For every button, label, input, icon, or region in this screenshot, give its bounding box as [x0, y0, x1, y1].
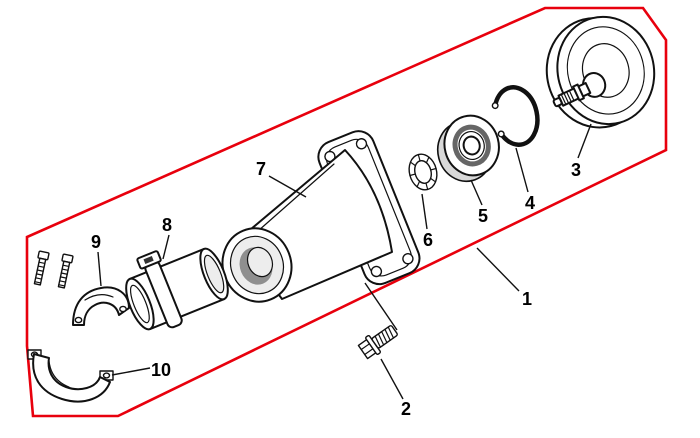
clamp-screw-a	[33, 250, 50, 286]
upper-clamp-shell	[72, 286, 130, 326]
lower-clamp-shell	[32, 353, 111, 403]
bolt-threads	[374, 326, 395, 348]
leader-5	[470, 179, 483, 206]
callout-labels: 1 2 3 4 5 6 7 8 9 10	[91, 159, 581, 419]
clamp-screw-b	[57, 253, 74, 289]
callout-label-10: 10	[151, 360, 171, 380]
leader-6	[421, 193, 428, 230]
drum-face	[556, 15, 656, 126]
leader-4	[515, 147, 529, 193]
callout-label-2: 2	[401, 399, 411, 419]
sleeve-mouth-bore	[203, 254, 225, 294]
callout-label-1: 1	[522, 289, 532, 309]
cone-surface-line	[257, 163, 335, 232]
drum-ring-inner	[581, 43, 630, 98]
cone-mouth-hole-floor	[246, 246, 274, 278]
housing-to-bolt-pointer	[364, 282, 398, 331]
callout-label-9: 9	[91, 232, 101, 252]
lower-clamp-ear-right-hole	[102, 372, 111, 379]
snap-ring-end-bottom	[497, 130, 505, 138]
leader-10	[111, 367, 151, 376]
assembly-outline	[25, 6, 668, 418]
bearing-inner-race	[458, 131, 485, 161]
shaft-tip	[552, 97, 563, 108]
screw-threads	[34, 261, 46, 284]
mounting-bolt	[357, 325, 398, 360]
leader-2	[380, 358, 404, 400]
flange-hole-2	[355, 138, 368, 150]
bolt-head-facets	[360, 343, 374, 356]
clutch-housing-cone	[221, 130, 421, 331]
bearing-bore	[462, 135, 481, 156]
shaft-collar	[572, 83, 585, 102]
upper-clamp-assembly	[33, 250, 130, 326]
drum-shaft	[552, 82, 592, 108]
callout-label-6: 6	[423, 230, 433, 250]
snap-ring	[491, 85, 540, 147]
screw-threads	[58, 264, 70, 287]
leader-3	[577, 123, 592, 159]
callout-label-5: 5	[478, 206, 488, 226]
shaft-threads	[560, 90, 575, 105]
coupling-sleeve	[125, 247, 229, 331]
sleeve-left-end	[125, 277, 155, 331]
bearing-balls	[452, 124, 491, 167]
clutch-drum	[545, 15, 656, 129]
snap-ring-body	[492, 85, 540, 147]
callout-label-4: 4	[525, 193, 535, 213]
flange-hole-3	[370, 265, 383, 278]
snap-ring-end-top	[491, 102, 499, 110]
leader-7	[268, 175, 307, 198]
callout-label-3: 3	[571, 160, 581, 180]
leader-8	[162, 234, 170, 260]
washer-teeth	[409, 154, 437, 190]
drum-ring-outer	[566, 26, 645, 115]
clamp-slot	[143, 256, 154, 265]
sleeve-left-rim	[129, 284, 150, 324]
lock-washer	[408, 153, 438, 191]
upper-clamp-hole-left	[74, 316, 83, 324]
callout-label-7: 7	[256, 159, 266, 179]
upper-clamp-rib	[84, 294, 114, 301]
callout-leaders	[97, 123, 592, 400]
leader-9	[97, 251, 102, 287]
flange-hole-4	[402, 253, 414, 265]
upper-clamp	[72, 286, 130, 326]
callout-label-8: 8	[162, 215, 172, 235]
ball-bearing	[436, 114, 500, 183]
leader-1	[476, 247, 520, 292]
upper-clamp-hole-right	[119, 305, 127, 313]
lower-clamp	[27, 349, 114, 403]
lower-clamp-rib	[48, 360, 70, 388]
